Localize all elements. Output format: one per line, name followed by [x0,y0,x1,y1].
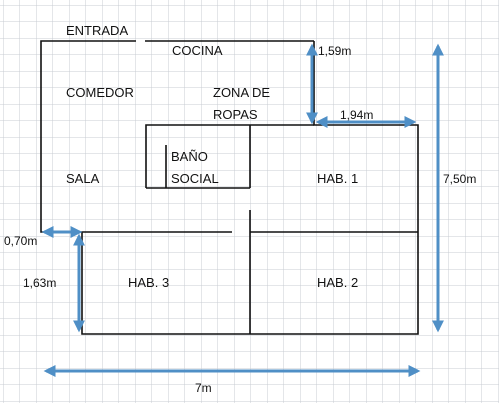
offset-left-label: 0,70m [4,234,37,248]
hab3-depth-label: 1,63m [23,276,56,290]
sala-label: SALA [66,171,100,186]
zona-ropas-label-line2: ROPAS [213,107,258,122]
hab3-label: HAB. 3 [128,275,169,290]
zona-ropas-label-line1: ZONA DE [213,85,270,100]
total-depth-label: 7,50m [443,172,476,186]
entrada-label: ENTRADA [66,23,128,38]
total-width-label: 7m [195,381,212,395]
hab1-width-label: 1,94m [340,108,373,122]
comedor-label: COMEDOR [66,85,134,100]
bathroom-wall [145,124,314,188]
bano-label-line1: BAÑO [171,149,208,164]
bano-label-line2: SOCIAL [171,171,219,186]
hab1-label: HAB. 1 [317,171,358,186]
cocina-label: COCINA [172,43,223,58]
cocina-depth-label: 1,59m [318,44,351,58]
hab2-label: HAB. 2 [317,275,358,290]
